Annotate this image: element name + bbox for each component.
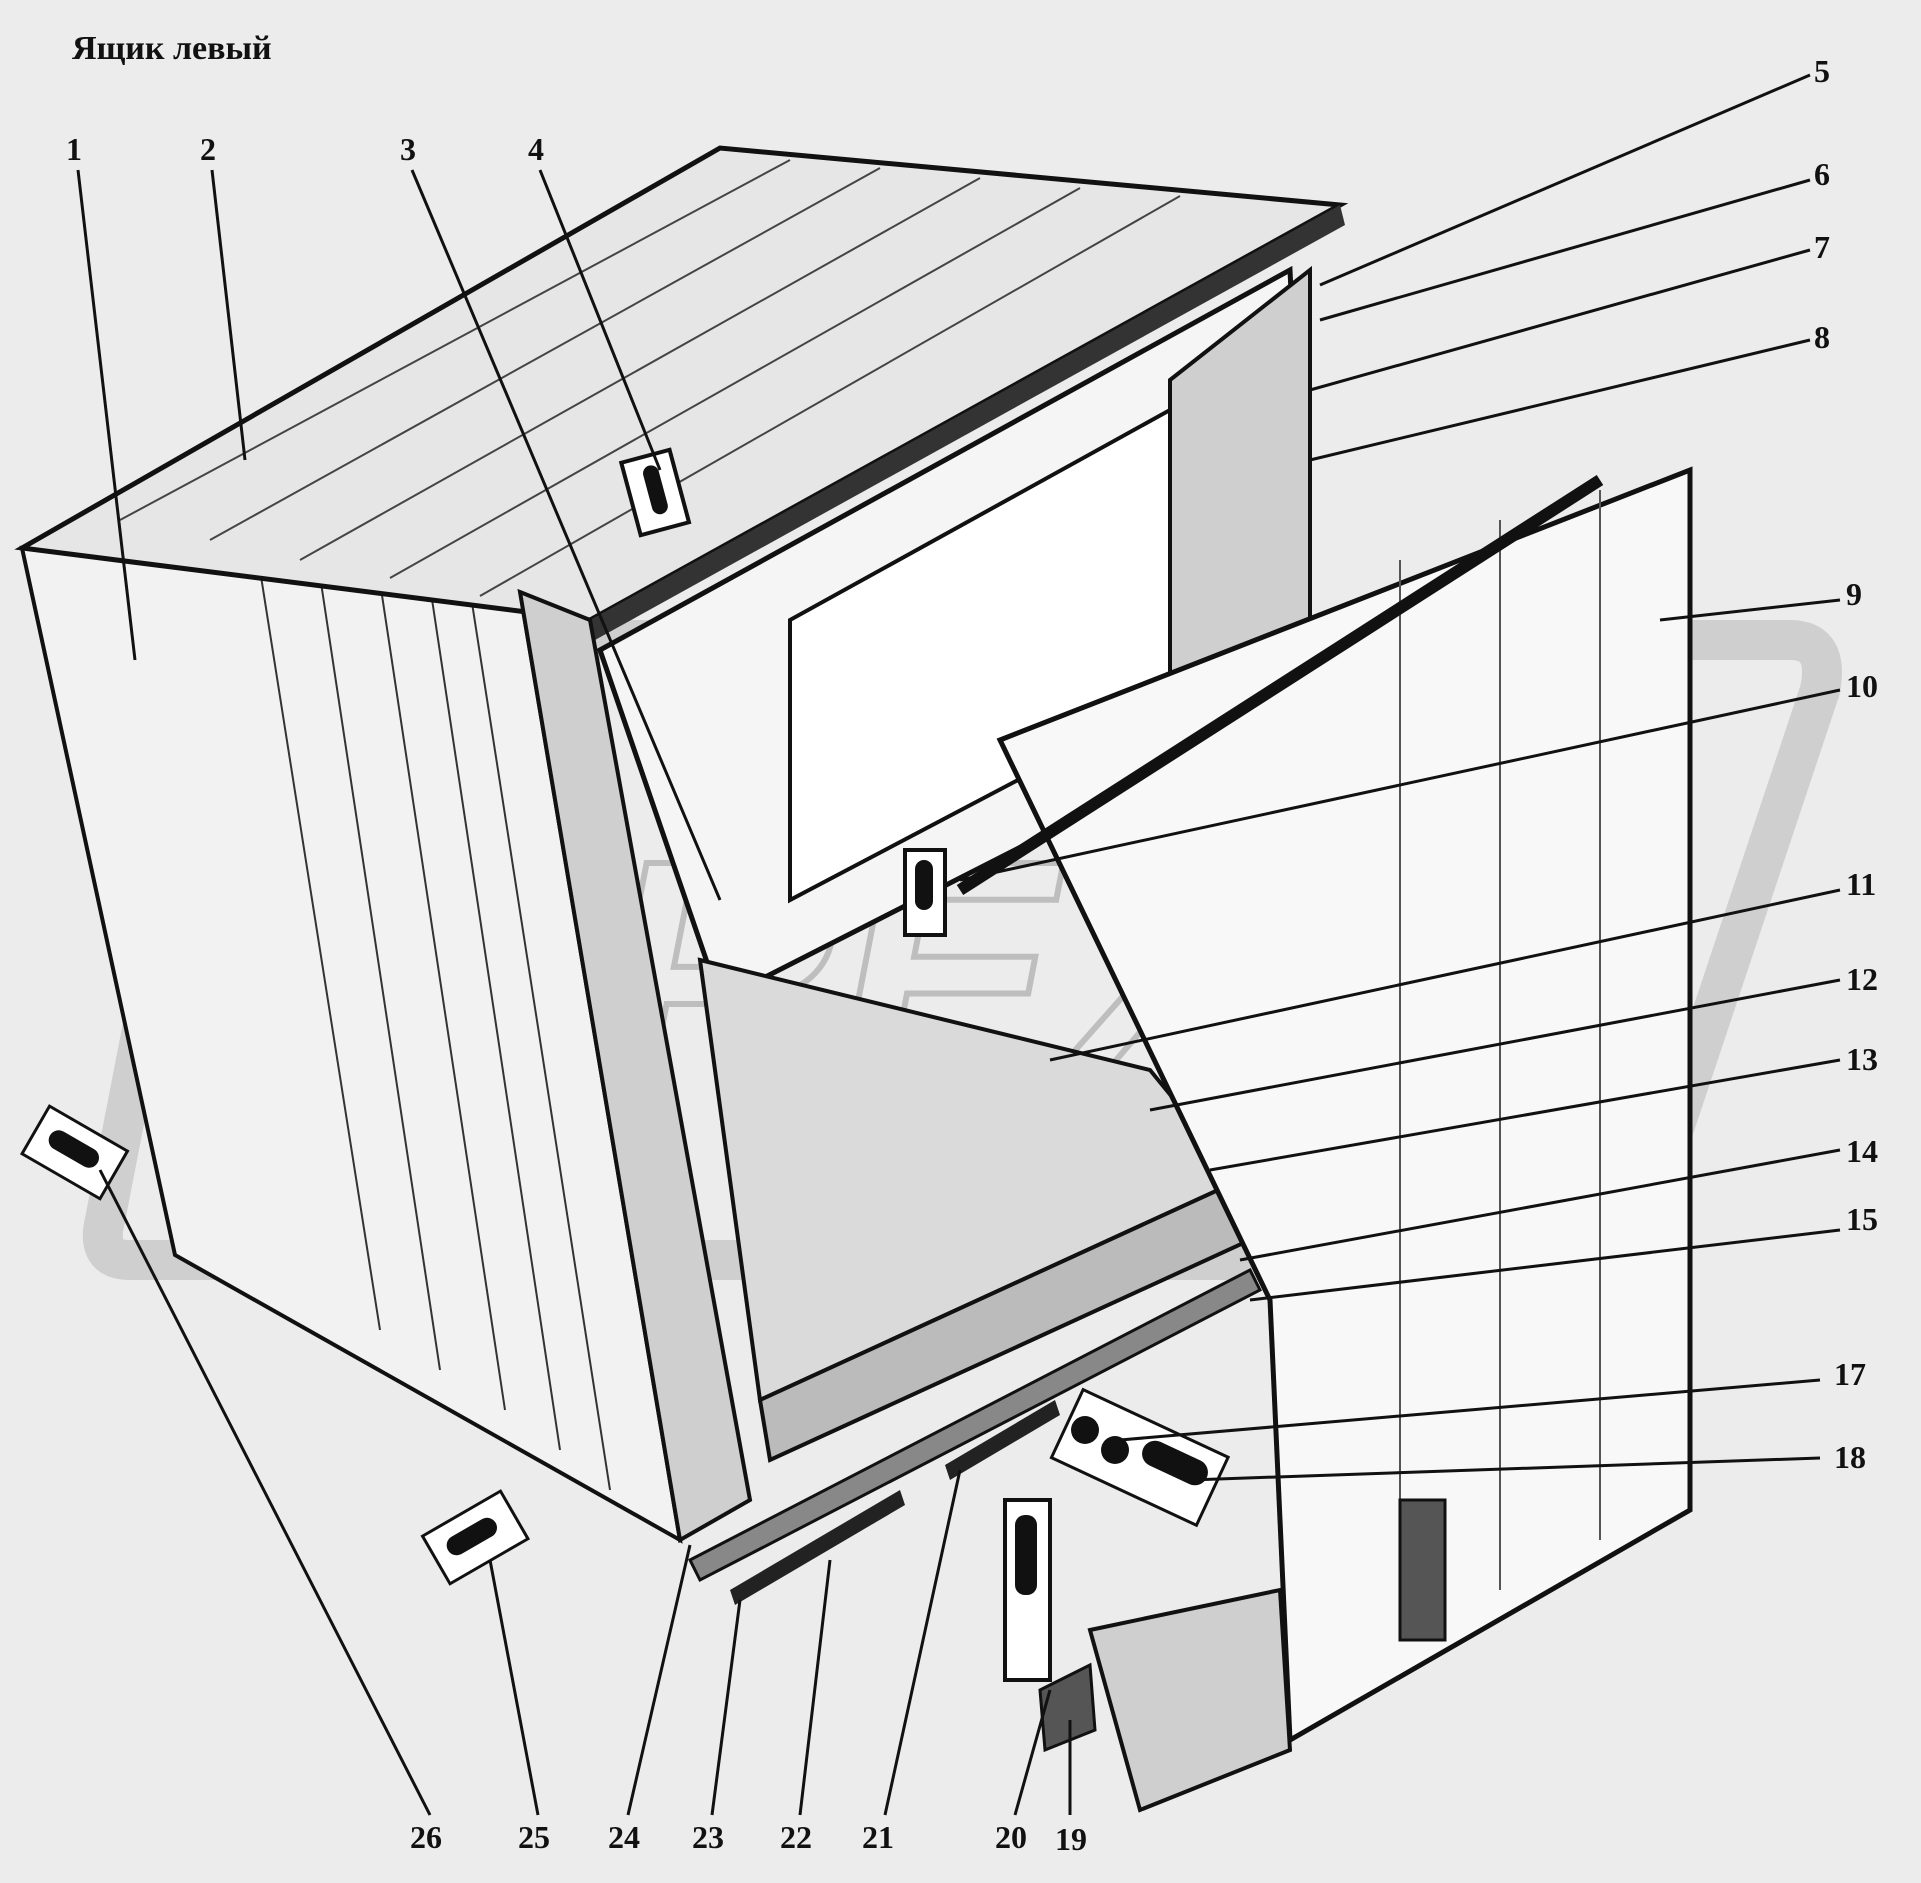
front-post bbox=[517, 588, 753, 1544]
callout-9: 9 bbox=[1846, 576, 1862, 612]
callout-1: 1 bbox=[66, 131, 82, 167]
leader-lines bbox=[76, 73, 1841, 1816]
left-side-wall bbox=[19, 545, 683, 1544]
callout-21: 21 bbox=[862, 1819, 894, 1855]
callout-12: 12 bbox=[1846, 961, 1878, 997]
diagram-title: Ящик левый bbox=[72, 30, 272, 67]
hinge-strips bbox=[687, 1267, 1263, 1605]
bolt-plate-18 bbox=[1049, 1387, 1231, 1528]
bolt-plate-26 bbox=[19, 1104, 130, 1201]
door-lock bbox=[903, 848, 947, 937]
rear-frame bbox=[596, 265, 1313, 1004]
bracket-20 bbox=[1003, 1498, 1052, 1682]
callout-5: 5 bbox=[1814, 53, 1830, 89]
callout-19: 19 bbox=[1055, 1821, 1087, 1857]
door-panel bbox=[996, 466, 1693, 1745]
bracket-19 bbox=[1038, 1662, 1097, 1753]
door-stay-rod bbox=[956, 474, 1604, 896]
callout-4: 4 bbox=[528, 131, 544, 167]
callout-22: 22 bbox=[780, 1819, 812, 1855]
door-latch-plate bbox=[1087, 1498, 1447, 1813]
lid-top bbox=[14, 145, 1349, 640]
callout-13: 13 bbox=[1846, 1041, 1878, 1077]
callout-11: 11 bbox=[1846, 866, 1876, 902]
callout-numbers: 1 2 3 4 5 6 7 8 9 10 11 12 13 14 15 17 1… bbox=[66, 53, 1878, 1857]
callout-3: 3 bbox=[400, 131, 416, 167]
callout-10: 10 bbox=[1846, 668, 1878, 704]
callout-8: 8 bbox=[1814, 319, 1830, 355]
callout-2: 2 bbox=[200, 131, 216, 167]
bolt-plate-25 bbox=[420, 1489, 531, 1586]
callout-14: 14 bbox=[1846, 1133, 1878, 1169]
callout-23: 23 bbox=[692, 1819, 724, 1855]
callout-6: 6 bbox=[1814, 156, 1830, 192]
callout-15: 15 bbox=[1846, 1201, 1878, 1237]
callout-25: 25 bbox=[518, 1819, 550, 1855]
callout-20: 20 bbox=[995, 1819, 1027, 1855]
callout-24: 24 bbox=[608, 1819, 640, 1855]
lid-lock bbox=[618, 447, 692, 538]
callout-26: 26 bbox=[410, 1819, 442, 1855]
callout-17: 17 bbox=[1834, 1356, 1866, 1392]
callout-7: 7 bbox=[1814, 229, 1830, 265]
callout-18: 18 bbox=[1834, 1439, 1866, 1475]
